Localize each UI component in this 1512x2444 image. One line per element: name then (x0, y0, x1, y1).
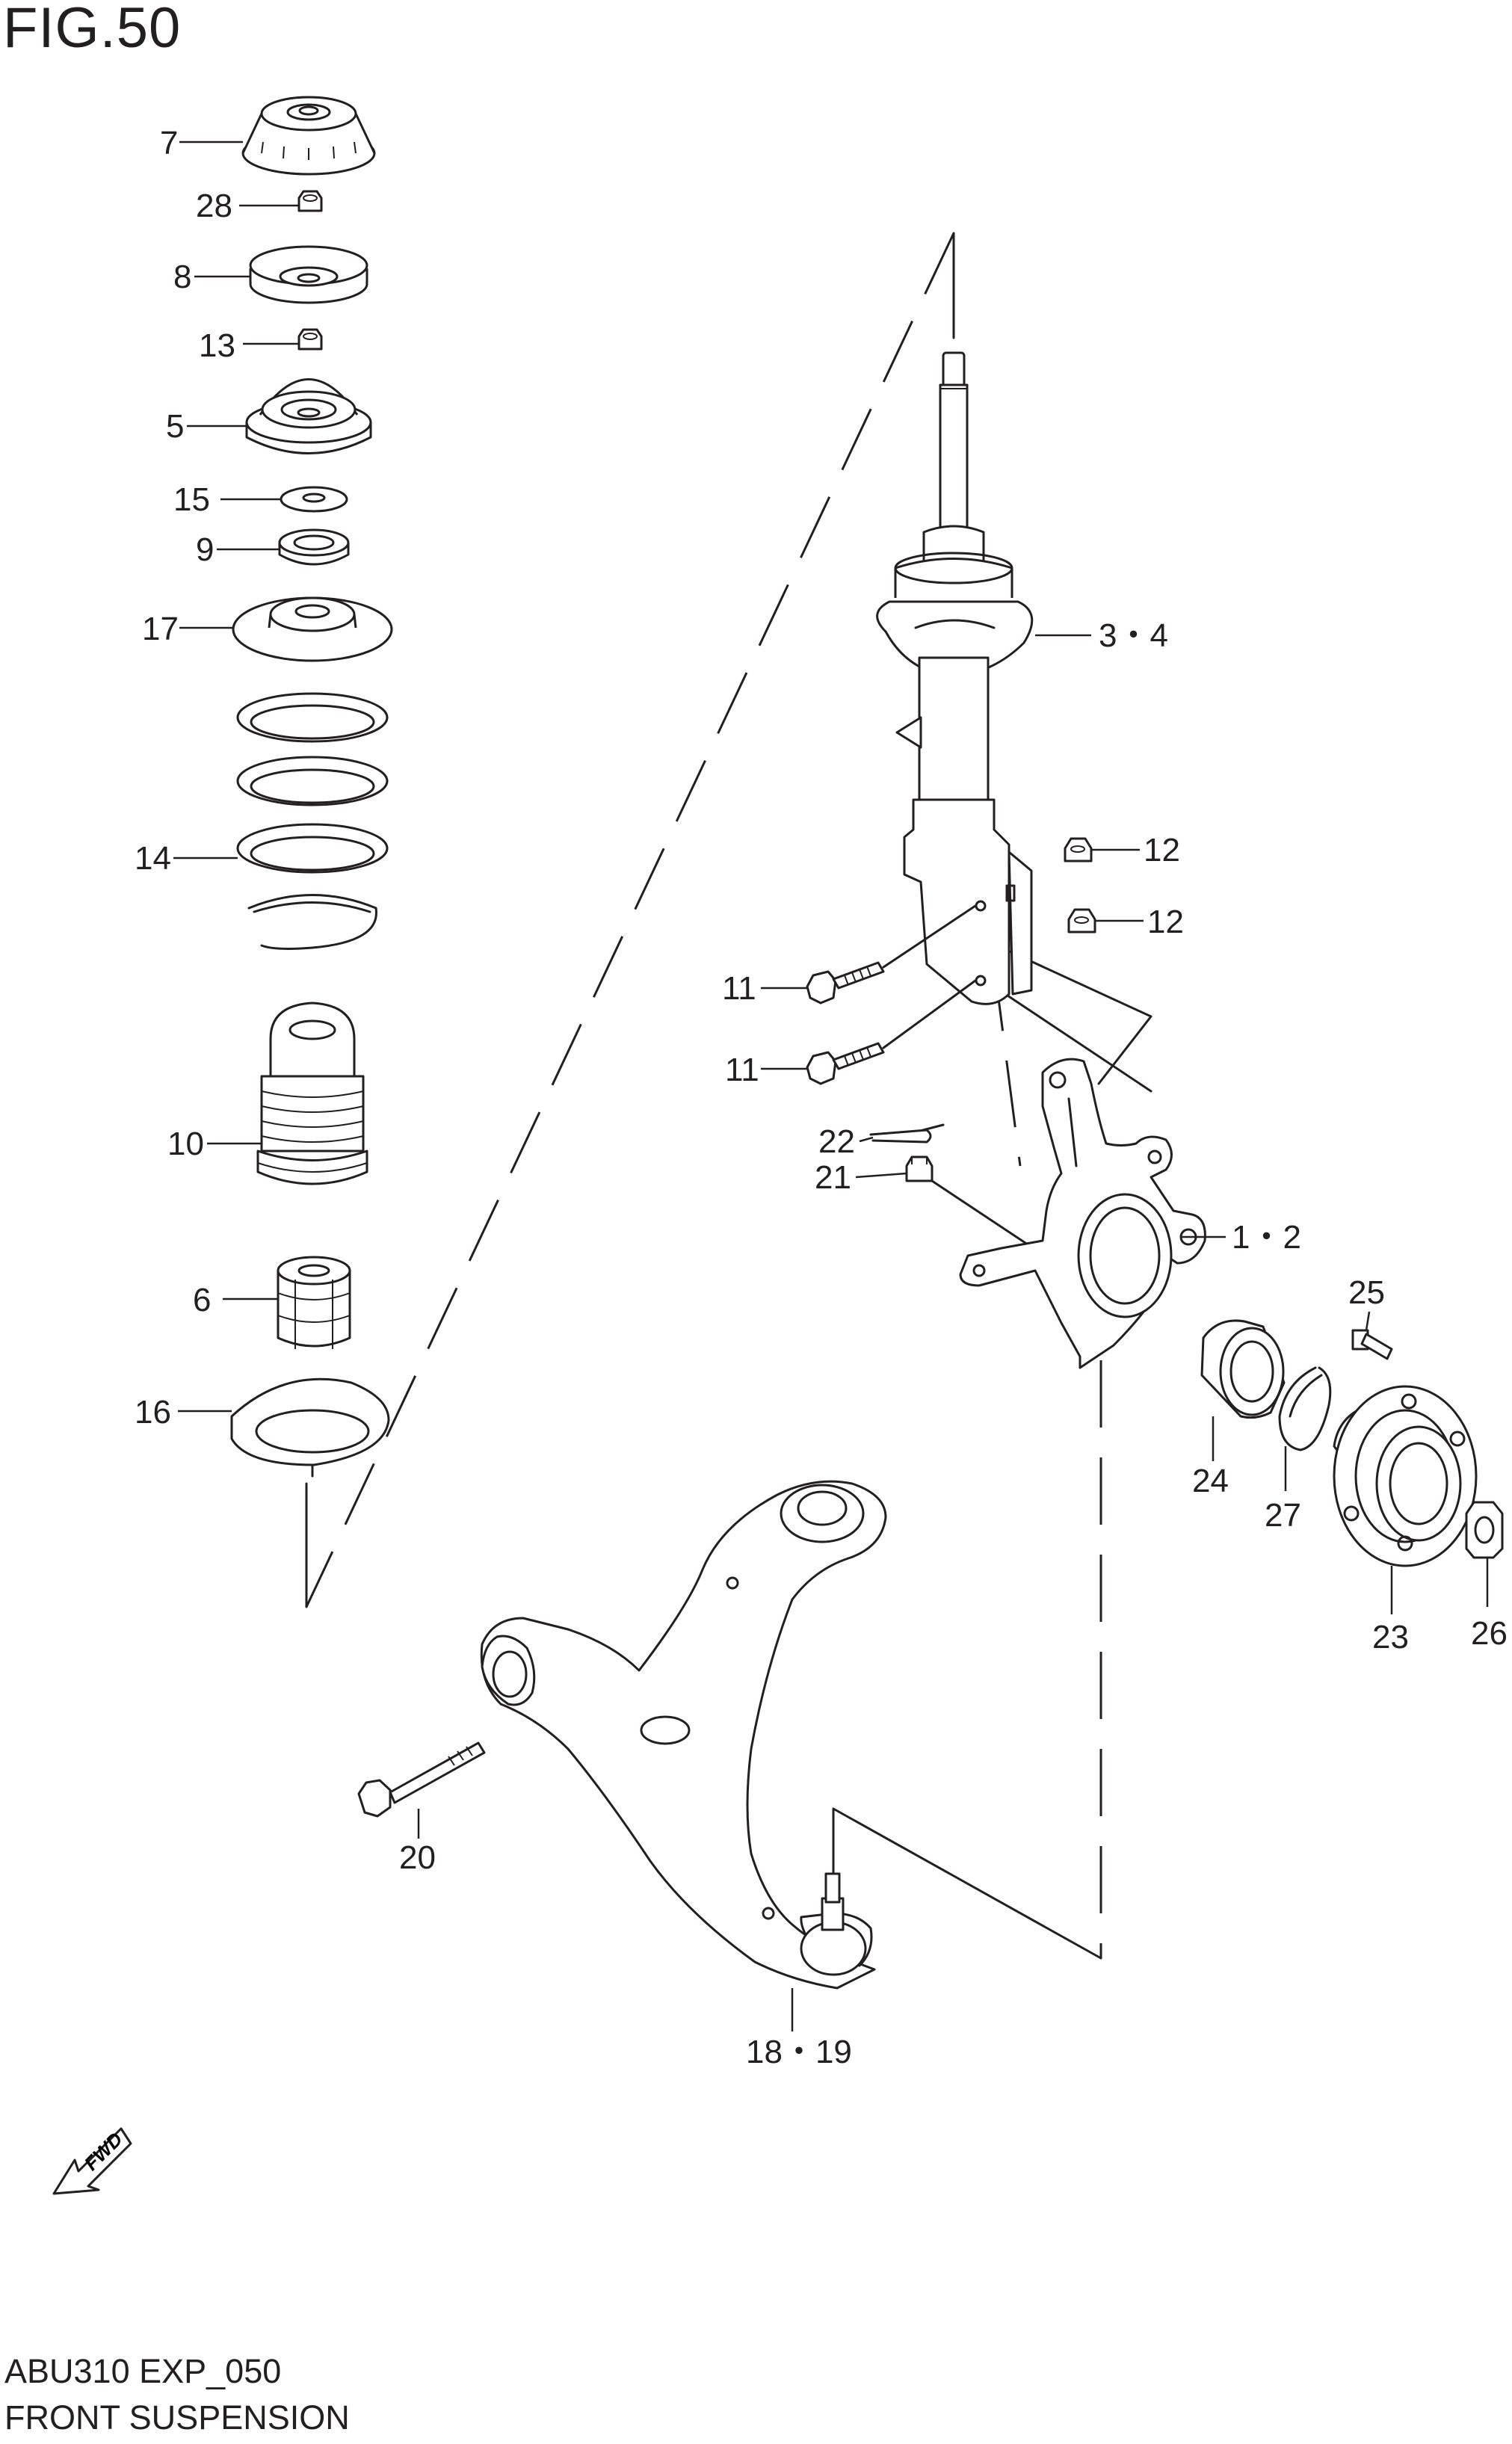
part-5-upper-mount (245, 378, 372, 454)
part-23-wheel-hub (1333, 1385, 1478, 1567)
callout-28: 28 (196, 188, 232, 224)
callout-25: 25 (1348, 1274, 1385, 1311)
callout-17: 17 (142, 611, 179, 647)
callout-11-lower: 11 (725, 1052, 759, 1088)
callout-15: 15 (173, 481, 210, 518)
part-11-bolt-lower (806, 1042, 885, 1085)
callout-16: 16 (135, 1394, 171, 1431)
part-12-nut-upper (1064, 837, 1093, 863)
part-7-mount-cap (241, 96, 376, 176)
part-16-lower-insulator (230, 1377, 390, 1478)
part-6-bump-stop (277, 1256, 351, 1349)
callout-labels: 7 28 8 13 5 15 9 17 14 10 6 16 3・4 12 12… (135, 125, 1508, 2070)
callout-24: 24 (1192, 1463, 1229, 1499)
part-21-castle-nut (905, 1155, 934, 1182)
callout-6: 6 (193, 1282, 211, 1318)
callout-10: 10 (167, 1126, 204, 1162)
part-10-dust-boot (256, 1002, 368, 1185)
callout-22: 22 (818, 1123, 855, 1160)
part-15-washer (280, 486, 348, 513)
callout-3-4: 3・4 (1099, 617, 1168, 654)
callout-20: 20 (399, 1839, 436, 1876)
callout-26: 26 (1471, 1615, 1508, 1652)
callout-1-2: 1・2 (1232, 1219, 1301, 1256)
fwd-arrow-icon: FWD (52, 2127, 132, 2195)
part-20-bolt (357, 1741, 486, 1818)
callout-23: 23 (1372, 1619, 1409, 1655)
callout-9: 9 (196, 531, 214, 568)
part-11-bolt-upper (806, 961, 885, 1005)
part-28-nut (297, 190, 323, 212)
part-17-spring-seat (232, 596, 393, 662)
part-14-coil-spring (236, 692, 389, 950)
callout-21: 21 (815, 1159, 851, 1196)
callout-14: 14 (135, 840, 171, 877)
part-24-wheel-bearing (1200, 1319, 1286, 1419)
callout-12-lower: 12 (1147, 904, 1184, 940)
figure-code: ABU310 EXP_050 (4, 2352, 282, 2390)
part-12-nut-lower (1067, 908, 1096, 934)
callout-7: 7 (160, 125, 178, 161)
figure-name: FRONT SUSPENSION (4, 2398, 350, 2437)
part-27-circlip (1278, 1366, 1332, 1451)
part-18-19-lower-arm (480, 1480, 887, 1990)
part-26-wheel-nut (1465, 1501, 1504, 1559)
callout-5: 5 (166, 408, 184, 445)
callout-11-upper: 11 (722, 970, 756, 1007)
callout-8: 8 (173, 259, 191, 295)
part-13-nut (297, 328, 323, 351)
part-9-bearing (278, 528, 350, 566)
part-1-2-steering-knuckle (959, 1058, 1206, 1369)
callout-27: 27 (1265, 1497, 1301, 1534)
part-22-cotter-pin (869, 1123, 945, 1144)
figure-title: FIG.50 (3, 0, 182, 60)
part-3-4-strut-assembly (876, 351, 1034, 1005)
callout-18-19: 18・19 (746, 2034, 852, 2070)
part-8-plate (249, 245, 368, 304)
callout-12-upper: 12 (1144, 832, 1180, 868)
leader-lines (173, 141, 1489, 2031)
callout-13: 13 (199, 327, 235, 364)
part-25-hub-bolt (1351, 1329, 1393, 1360)
